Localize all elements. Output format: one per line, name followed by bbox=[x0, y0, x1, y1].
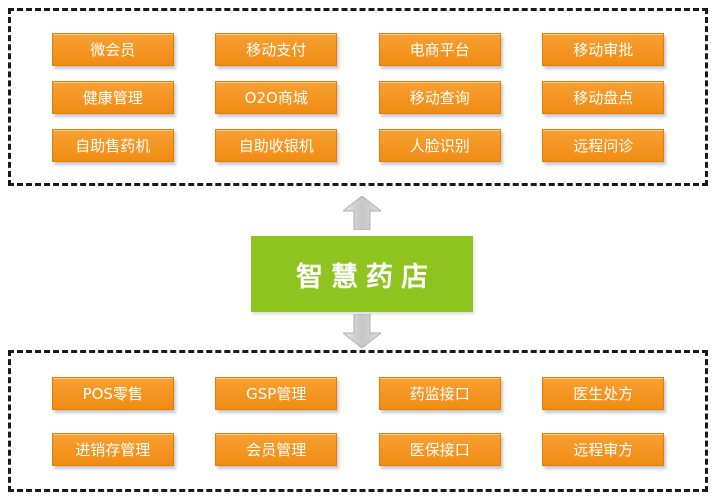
module-button: GSP管理 bbox=[215, 376, 338, 410]
top-modules-panel: 微会员 移动支付 电商平台 移动审批 健康管理 O2O商城 移动查询 移动盘点 … bbox=[8, 8, 708, 186]
module-button: 医保接口 bbox=[378, 432, 501, 466]
module-button: 医生处方 bbox=[542, 376, 665, 410]
module-button: POS零售 bbox=[51, 376, 174, 410]
arrow-down-icon bbox=[341, 313, 383, 349]
module-button: 药监接口 bbox=[378, 376, 501, 410]
module-button: 移动支付 bbox=[215, 32, 338, 66]
module-button: 远程审方 bbox=[542, 432, 665, 466]
module-button: 会员管理 bbox=[215, 432, 338, 466]
arrow-up-icon bbox=[341, 195, 383, 231]
module-button: 微会员 bbox=[51, 32, 174, 66]
module-button: 移动盘点 bbox=[542, 80, 665, 114]
module-button: O2O商城 bbox=[215, 80, 338, 114]
bottom-modules-panel: POS零售 GSP管理 药监接口 医生处方 进销存管理 会员管理 医保接口 远程… bbox=[8, 350, 708, 492]
module-button: 电商平台 bbox=[378, 32, 501, 66]
module-button: 进销存管理 bbox=[51, 432, 174, 466]
center-title: 智慧药店 bbox=[251, 236, 473, 312]
module-button: 远程问诊 bbox=[542, 128, 665, 162]
module-button: 移动审批 bbox=[542, 32, 665, 66]
module-button: 健康管理 bbox=[51, 80, 174, 114]
module-button: 自助收银机 bbox=[215, 128, 338, 162]
module-button: 人脸识别 bbox=[378, 128, 501, 162]
module-button: 自助售药机 bbox=[51, 128, 174, 162]
module-button: 移动查询 bbox=[378, 80, 501, 114]
